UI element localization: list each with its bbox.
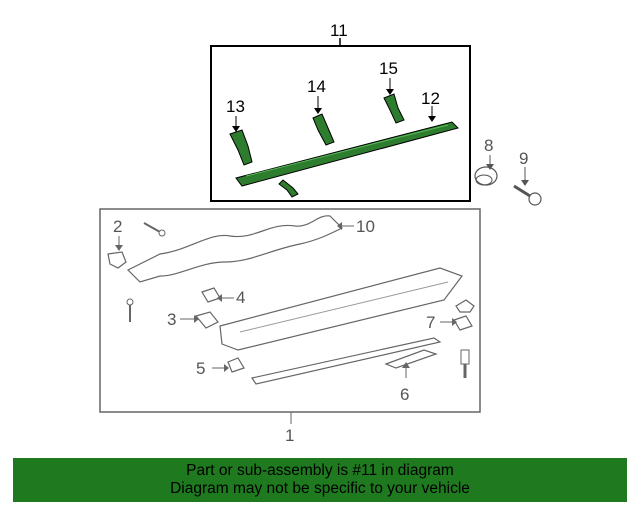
- banner-line-2: Diagram may not be specific to your vehi…: [170, 480, 470, 497]
- callout-14: 14: [307, 77, 326, 96]
- callout-6: 6: [400, 385, 409, 404]
- callout-4: 4: [236, 288, 245, 307]
- callout-7: 7: [426, 313, 435, 332]
- bolt-part[interactable]: [278, 179, 299, 198]
- part-2-clip[interactable]: [107, 251, 127, 269]
- callout-5: 5: [196, 359, 205, 378]
- main-assembly-box: [99, 208, 481, 413]
- part-7-clip[interactable]: [453, 315, 473, 331]
- subassembly-11-group: 11 12 13 14 15: [210, 21, 471, 202]
- part-12-rail[interactable]: [235, 121, 459, 187]
- main-assembly-group: 1 10 2 4 3: [99, 208, 481, 445]
- callout-2: 2: [113, 217, 122, 236]
- nut-part[interactable]: [455, 299, 475, 313]
- vertical-bolt-part[interactable]: [460, 349, 470, 378]
- part-4-clip[interactable]: [201, 287, 221, 303]
- part-8-cap[interactable]: [474, 166, 498, 186]
- part-5-clip[interactable]: [227, 357, 245, 373]
- callout-3: 3: [167, 310, 176, 329]
- notice-banner: Part or sub-assembly is #11 in diagram D…: [13, 458, 627, 502]
- screw-part[interactable]: [143, 222, 166, 237]
- callout-12: 12: [421, 89, 440, 108]
- part-6-trim[interactable]: [384, 349, 438, 369]
- callout-15: 15: [379, 59, 398, 78]
- callout-9: 9: [519, 149, 528, 168]
- callout-13: 13: [226, 97, 245, 116]
- callout-1: 1: [285, 426, 294, 445]
- rocker-panel[interactable]: [219, 267, 463, 351]
- part-13-clip[interactable]: [229, 129, 253, 166]
- part-9-screw[interactable]: [513, 184, 542, 206]
- part-14-clip[interactable]: [312, 113, 335, 146]
- part-15-clip[interactable]: [383, 93, 405, 124]
- callout-10: 10: [356, 217, 375, 236]
- part-10-reinforcement[interactable]: [126, 215, 344, 283]
- callout-11: 11: [330, 21, 348, 40]
- callout-8: 8: [484, 136, 493, 155]
- molding-strip[interactable]: [251, 337, 442, 385]
- pin-part[interactable]: [126, 298, 134, 322]
- part-3-clip[interactable]: [194, 311, 219, 329]
- banner-line-1: Part or sub-assembly is #11 in diagram: [186, 462, 454, 479]
